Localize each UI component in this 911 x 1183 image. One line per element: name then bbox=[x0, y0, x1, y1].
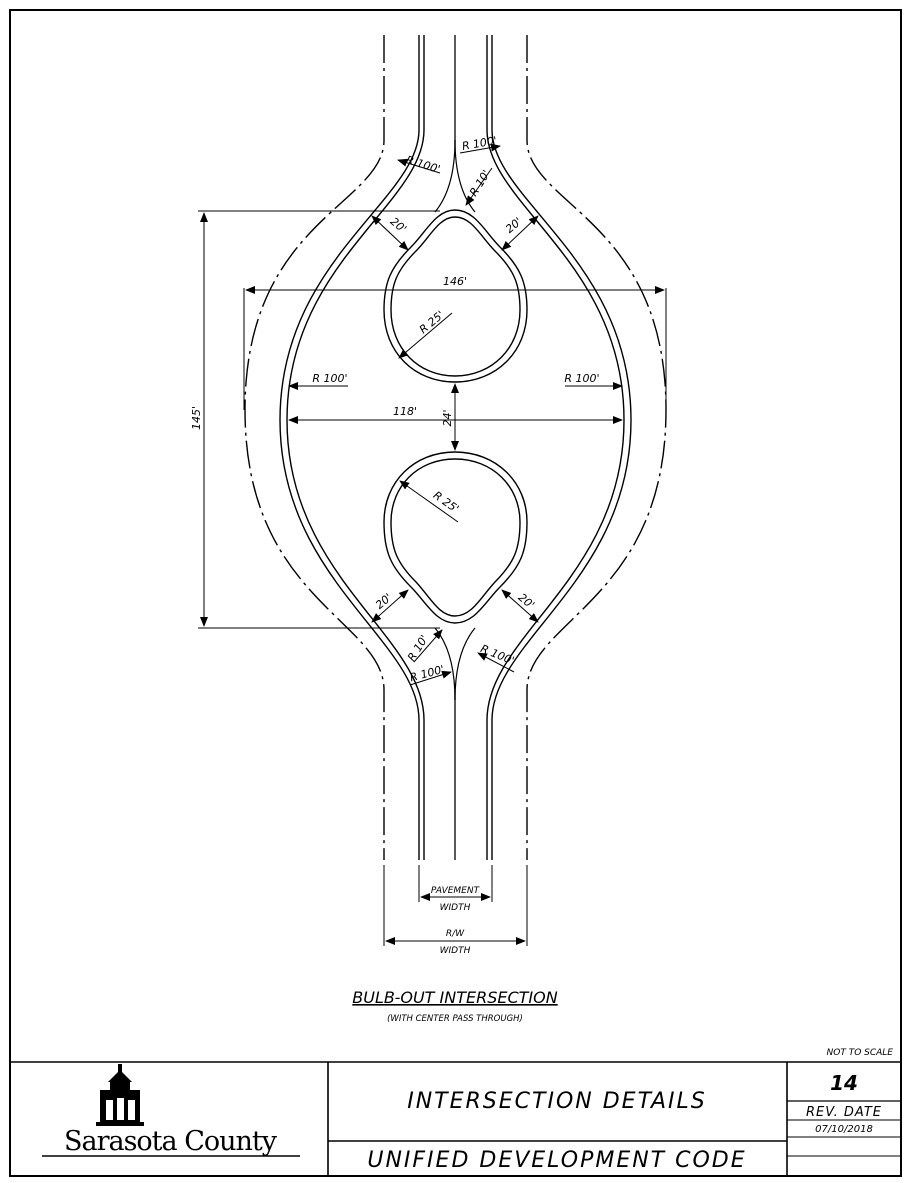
sheet-border bbox=[9, 9, 902, 1177]
dim-20-bottom-left bbox=[371, 589, 409, 623]
dimension-lines bbox=[198, 143, 667, 946]
island-top-outer bbox=[383, 209, 528, 383]
label-r25-bottom: R 25' bbox=[431, 489, 462, 516]
scale-note: NOT TO SCALE bbox=[827, 1048, 894, 1058]
island-top-inner bbox=[390, 216, 521, 377]
label-r10-top: R 10' bbox=[467, 168, 493, 199]
label-pavement: PAVEMENT bbox=[431, 886, 481, 896]
leader-r25-top bbox=[398, 312, 453, 359]
leader-r10-bottom bbox=[413, 629, 443, 663]
label-20-bottom-left: 20' bbox=[373, 591, 394, 612]
rev-date: 07/10/2018 bbox=[815, 1124, 873, 1135]
leader-r100-top-left bbox=[397, 158, 441, 174]
label-r100-left: R 100' bbox=[312, 372, 347, 385]
median-flare-bottom-right bbox=[454, 627, 476, 701]
courthouse-logo-icon bbox=[96, 1064, 144, 1126]
label-r25-top: R 25' bbox=[417, 308, 447, 336]
leader-r100-top-right bbox=[459, 143, 501, 154]
label-146: 146' bbox=[443, 275, 467, 288]
label-145: 145' bbox=[190, 406, 203, 430]
curb-left-outer bbox=[279, 35, 420, 860]
road-geometry bbox=[244, 35, 667, 860]
label-rw: R/W bbox=[446, 929, 465, 939]
dim-20-bottom-right bbox=[501, 589, 539, 623]
label-r100-top-right: R 100' bbox=[461, 134, 498, 153]
logo-text: Sarasota County bbox=[64, 1126, 278, 1157]
sheet-number: 14 bbox=[830, 1071, 858, 1095]
label-20-bottom-right: 20' bbox=[516, 591, 537, 612]
label-20-top-right: 20' bbox=[503, 215, 524, 236]
median-flare-top-left bbox=[434, 139, 456, 213]
code-name: UNIFIED DEVELOPMENT CODE bbox=[367, 1148, 746, 1173]
leader-r100-bottom-left bbox=[409, 670, 452, 686]
drawing-title: BULB-OUT INTERSECTION bbox=[352, 988, 557, 1007]
label-pavement-width: WIDTH bbox=[440, 903, 471, 913]
leader-r100-bottom-right bbox=[477, 652, 515, 673]
label-rw-width: WIDTH bbox=[440, 946, 471, 956]
dim-20-top-left bbox=[371, 215, 409, 251]
label-r100-right: R 100' bbox=[564, 372, 599, 385]
row-line-right bbox=[526, 35, 667, 860]
drawing-subtitle: (WITH CENTER PASS THROUGH) bbox=[387, 1014, 523, 1024]
label-118: 118' bbox=[393, 405, 417, 418]
label-24: 24' bbox=[441, 409, 454, 426]
drawing-name: INTERSECTION DETAILS bbox=[407, 1089, 707, 1114]
label-r10-bottom: R 10' bbox=[405, 633, 431, 664]
leader-r25-bottom bbox=[399, 480, 459, 523]
median-flare-top-right bbox=[454, 139, 476, 213]
title-block: NOT TO SCALE Sarasota County INTERSECTIO… bbox=[10, 1048, 901, 1176]
curb-left-inner bbox=[286, 35, 425, 860]
label-20-top-left: 20' bbox=[388, 215, 409, 236]
dim-20-top-right bbox=[501, 215, 539, 251]
rev-label: REV. DATE bbox=[806, 1105, 882, 1120]
dimension-labels: 146' 118' 145' 24' R 25' R 25' R 100' R … bbox=[190, 134, 600, 956]
leader-r10-top bbox=[465, 167, 493, 206]
island-bottom-inner bbox=[390, 458, 521, 617]
island-bottom-outer bbox=[383, 451, 528, 624]
curb-right-outer bbox=[491, 35, 632, 860]
curb-right-inner bbox=[486, 35, 625, 860]
row-line-left bbox=[244, 35, 385, 860]
label-r100-bottom-left: R 100' bbox=[408, 663, 445, 685]
